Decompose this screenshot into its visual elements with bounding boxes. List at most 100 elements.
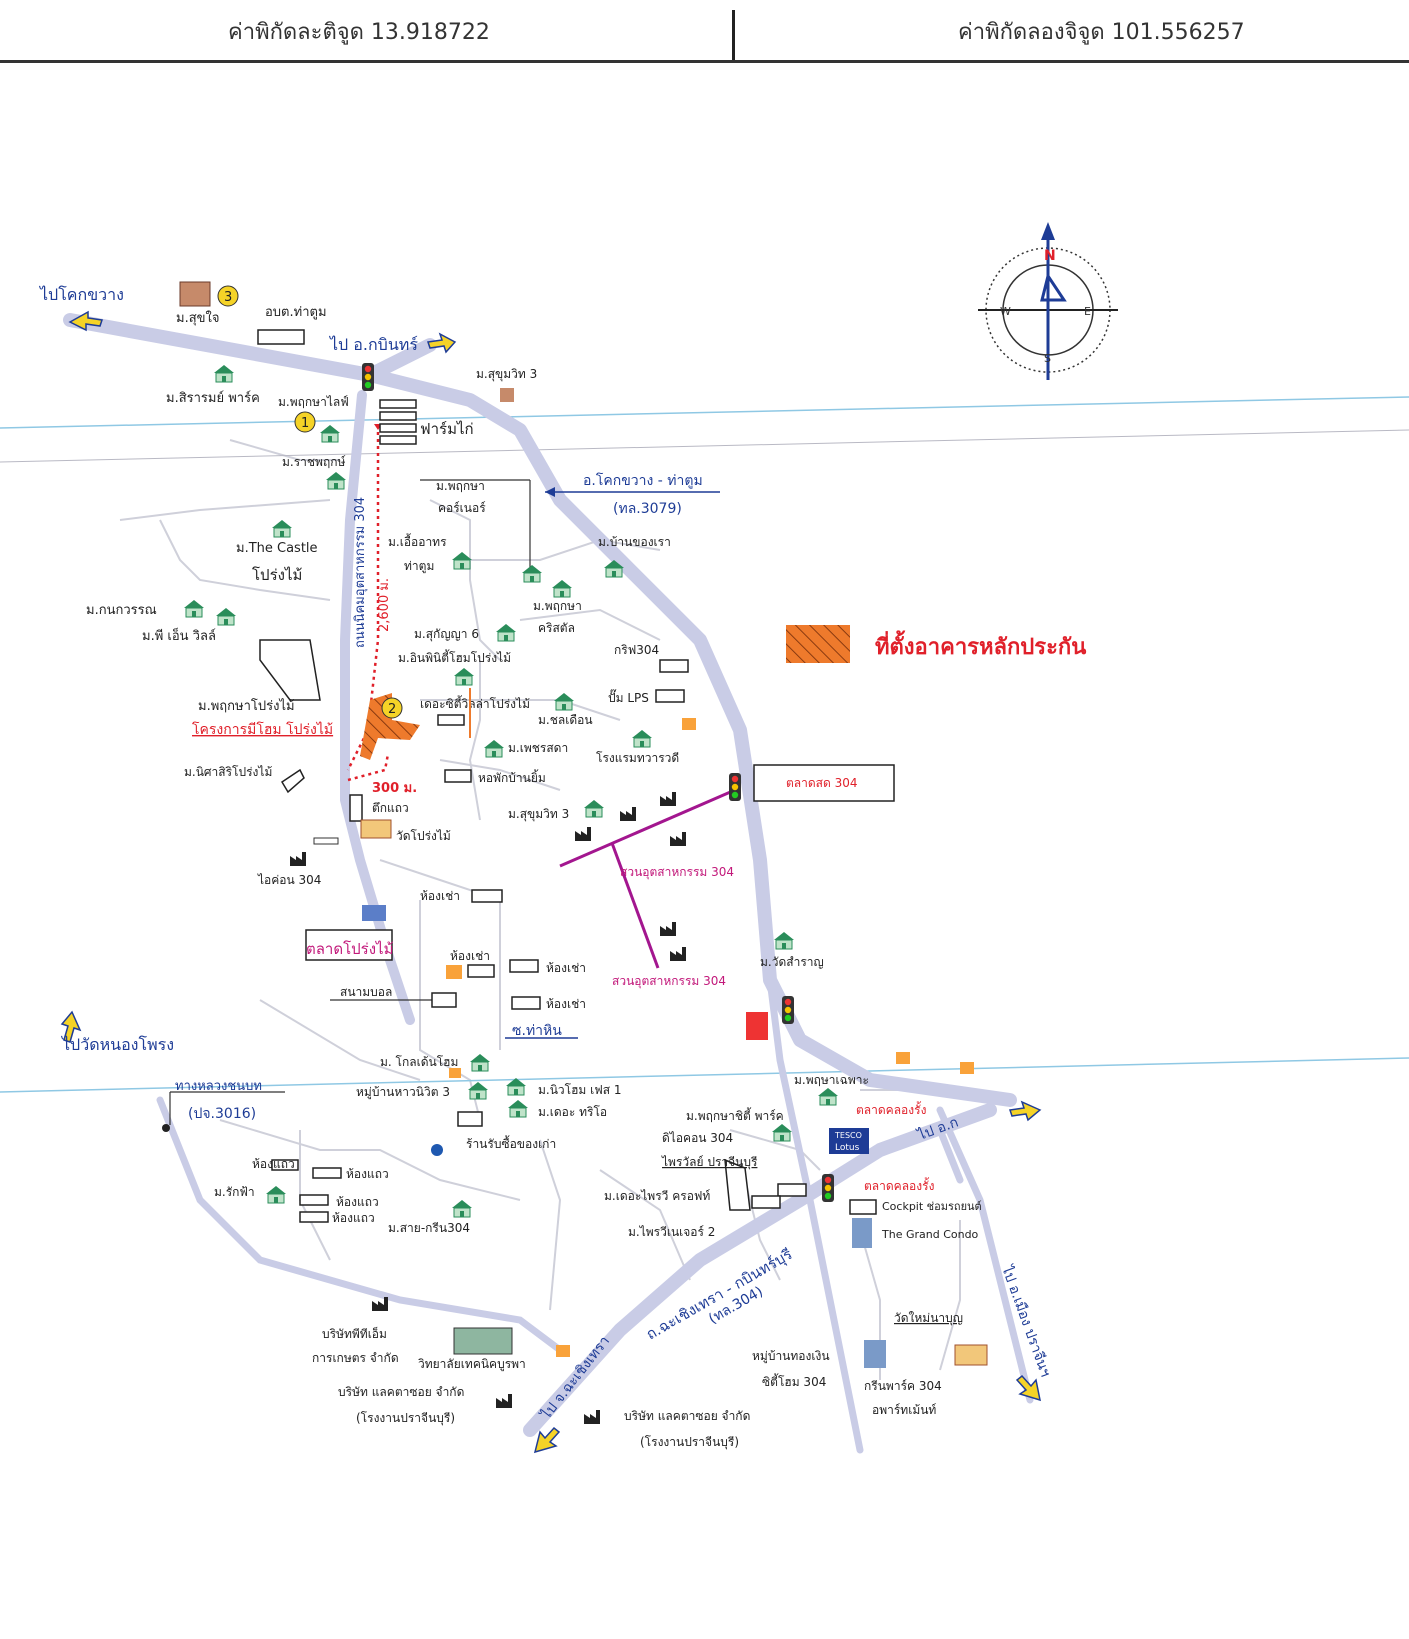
header-divider (732, 10, 735, 62)
label-grand-condo: The Grand Condo (881, 1228, 979, 1241)
road-khok-kwang-tha-tum: อ.โคกขวาง - ท่าตูม (583, 472, 703, 489)
house-icon (319, 424, 341, 443)
label-dormitory: หอพักบ้านยิ้ม (478, 769, 546, 785)
label-prong-mai-market: ตลาดโปร่งไม้ (306, 940, 394, 958)
label-inphinit: ม.อินพินิตี้โฮมโปร่งไม้ (398, 649, 511, 665)
house-icon (179, 281, 211, 307)
industrial-roads (559, 788, 736, 969)
label-golden-home: ม. โกลเด้นโฮม (380, 1055, 458, 1069)
label-phruksa-chic-park: ม.พฤกษาชิตี้ พาร์ค (686, 1107, 784, 1123)
label-kaeng-1: บริษัท แลคตาซอย จำกัด (338, 1385, 464, 1399)
house-icon (271, 519, 293, 538)
label-rooms-d: ห้องแถว (332, 1211, 375, 1225)
factory-icon (372, 1297, 388, 1311)
label-used-goods: ร้านรับซื้อของเก่า (466, 1135, 556, 1151)
traffic-light-icon (822, 1174, 834, 1202)
house-icon (507, 1099, 529, 1118)
svg-text:3: 3 (224, 290, 232, 305)
compass-w: W (1000, 305, 1011, 318)
factory-icon (670, 832, 686, 846)
factory-icon (290, 852, 306, 866)
label-kaeng-2: (โรงงานปราจีนบุรี) (356, 1411, 455, 1426)
label-the-trio: ม.เดอะ ทริโอ (538, 1105, 607, 1119)
traffic-light-icon (362, 363, 374, 391)
label-suk-jai: ม.สุขใจ (176, 310, 220, 326)
road-soi-tha-hin: ซ.ท่าหิน (512, 1023, 562, 1039)
label-industrial-304-b: สวนอุตสาหกรรม 304 (612, 974, 726, 989)
label-green-park-2: อพาร์ทเม้นท์ (872, 1403, 936, 1417)
marker-1: 1 (294, 411, 316, 433)
legend-swatch (786, 625, 850, 663)
route-300m (347, 753, 390, 782)
tesco-lotus-icon (829, 1128, 869, 1154)
longitude-label: ค่าพิกัดลองจิจูด 101.556257 (958, 20, 1245, 45)
misc-icons: TESCO Lotus (179, 281, 988, 1368)
seven-eleven-icon (556, 1345, 570, 1357)
temple-icon (360, 819, 392, 839)
label-phruksa-prongmai: ม.พฤกษาโปร่งไม้ (198, 698, 295, 714)
apartment-icon (864, 1340, 886, 1368)
house-icon (631, 729, 653, 748)
tesco-label: TESCO (834, 1131, 862, 1140)
road-3079: (ทล.3079) (613, 501, 682, 517)
label-kaeng-4: (โรงงานปราจีนบุรี) (640, 1435, 739, 1450)
border-line-bottom (0, 1057, 1409, 1093)
label-industrial-304-a: สวนอุตสาหกรรม 304 (620, 865, 734, 880)
label-to-khok-kwang: ไปโคกขวาง (38, 285, 124, 304)
label-market-304: ตลาดสด 304 (786, 776, 858, 790)
label-icon304-b: ดิไอคอน 304 (662, 1131, 733, 1145)
label-chon-duean: ม.ชลเดือน (538, 713, 593, 727)
house-icon (553, 692, 575, 711)
label-icon304: ไอค่อน 304 (257, 873, 321, 887)
buildings (257, 329, 895, 1223)
label-klong-rang-market-2: ตลาดคลองรั้ง (864, 1177, 934, 1193)
road-rural: ทางหลวงชนบท (175, 1079, 262, 1094)
compass-s: S (1044, 352, 1051, 365)
label-ptm-2: การเกษตร จำกัด (312, 1351, 399, 1365)
seven-eleven-icon (960, 1062, 974, 1074)
direction-arrows (60, 310, 1042, 1454)
label-to-kabinburi: ไป อ.กบินทร์ (328, 335, 418, 354)
factory-icon (670, 947, 686, 961)
label-obt-tha-tum: อบต.ท่าตูม (265, 305, 327, 320)
compass-rose: N S E W (978, 222, 1118, 380)
house-icon (773, 931, 795, 950)
label-ptm-1: บริษัทพีทีเอ็ม (322, 1326, 387, 1341)
lotus-label: Lotus (835, 1143, 860, 1153)
label-to-prachinburi: ไป อ.เมือง ปราจีนฯ (998, 1263, 1054, 1380)
building-icon (313, 837, 339, 845)
road-3016: (ปจ.3016) (188, 1106, 256, 1122)
label-klong-rang-market-1: ตลาดคลองรั้ง (856, 1101, 926, 1117)
house-icon (505, 1077, 527, 1096)
label-wat-samran: ม.วัดสำราญ (760, 955, 824, 969)
arrow-left-icon (545, 487, 555, 497)
house-icon (483, 739, 505, 758)
label-village-gold-2: ซิตี้โฮม 304 (762, 1373, 826, 1389)
factory-icon (584, 1410, 600, 1424)
house-icon (771, 1123, 793, 1142)
label-the-city-villa: เดอะซิตี้วิลล่าโปร่งไม้ (420, 695, 530, 711)
house-icon (183, 599, 205, 618)
label-kaeng-3: บริษัท แลคตาซอย จำกัด (624, 1409, 750, 1423)
factory-icon (660, 922, 676, 936)
factory-icon (660, 792, 676, 806)
label-room-rent-2: ห้องเช่า (450, 949, 490, 963)
label-rak-fa: ม.รักฟ้า (214, 1185, 255, 1199)
compass-e: E (1084, 305, 1091, 318)
road-304-name: ถนนนิคมอุตสาหกรรม 304 (353, 497, 368, 648)
label-phruksa-crystal-2: คริสตัล (538, 621, 575, 635)
route-2600m (346, 425, 380, 771)
label-shophouse: ตึกแถว (372, 801, 409, 815)
label-the-castle: ม.The Castle (236, 541, 318, 556)
svg-text:1: 1 (301, 416, 309, 431)
label-ratchaphruek: ม.ราชพฤกษ์ (282, 455, 346, 469)
label-ueaathon-1: ม.เอื้ออาทร (388, 533, 447, 549)
house-icon (551, 579, 573, 598)
seven-eleven-icon (446, 965, 462, 979)
house-icon (213, 364, 235, 383)
factory-icon (575, 827, 591, 841)
label-hotel: โรงแรมทวารวดี (596, 751, 679, 765)
label-sukhumvit3: ม.สุขุมวิท 3 (508, 807, 569, 822)
house-icon (215, 607, 237, 626)
